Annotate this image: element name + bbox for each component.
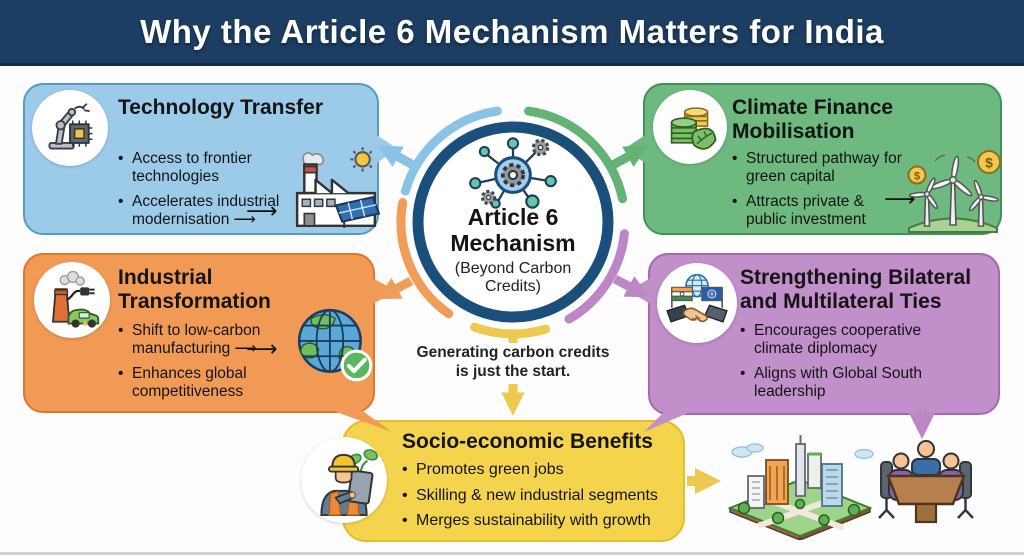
factory-solar-sun-icon [295,147,381,228]
meeting-table-icon [878,440,974,524]
globe-checkmark-icon [297,308,373,382]
arrow-right-glyph: ⟶ [246,199,278,224]
industrial-bullets: Shift to low-carbon manufacturing ⟶ Enha… [118,322,303,408]
bullet-item: Enhances global competitiveness [118,365,303,401]
bullet-item: Structured pathway for green capital [732,150,907,186]
bullet-item: Shift to low-carbon manufacturing ⟶ [118,322,303,358]
box-title-technology: Technology Transfer [118,96,323,119]
ties-bullets: Encourages cooperative climate diplomacy… [740,322,955,408]
bullet-item: Merges sustainability with growth [402,512,692,531]
robot-arm-chip-icon [32,90,108,166]
gear-network-icon [469,137,557,209]
box-title-ties: Strengthening Bilateral and Multilateral… [740,266,972,313]
hub-title: Article 6 Mechanism [450,204,576,256]
socio-bullets: Promotes green jobs Skilling & new indus… [402,461,692,538]
green-city-icon [727,435,874,540]
wind-turbines-dollar-icon: $ $ [907,150,1001,233]
bullet-item: Skilling & new industrial segments [402,487,692,506]
hub-label: Article 6 Mechanism (Beyond Carbon Credi… [418,204,608,297]
svg-text:$: $ [985,155,993,171]
bullet-item: Aligns with Global South leadership [740,365,955,401]
bullet-item: Promotes green jobs [402,461,692,480]
page-title: Why the Article 6 Mechanism Matters for … [140,12,884,50]
hub-subtitle: (Beyond Carbon Credits) [454,259,572,296]
arrow-right-glyph: ⟶ [884,187,916,212]
box-title-finance: Climate Finance Mobilisation [732,96,894,143]
worker-sprout-tablet-icon [301,437,387,523]
finance-bullets: Structured pathway for green capital Att… [732,150,907,236]
technology-bullets: Access to frontier technologies Accelera… [118,150,303,236]
bullet-item: Access to frontier technologies [118,150,303,186]
arrow-right-glyph: ⟶ [246,337,278,362]
header: Why the Article 6 Mechanism Matters for … [0,0,1024,66]
coins-leaf-icon [653,90,727,164]
hub-caption: Generating carbon credits is just the st… [416,344,610,380]
box-title-industrial: Industrial Transformation [118,266,271,313]
box-title-socio: Socio-economic Benefits [402,430,653,453]
bullet-item: Encourages cooperative climate diplomacy [740,322,955,358]
chimney-ev-plug-icon [34,262,110,338]
bullet-item: Attracts private & public investment [732,193,907,229]
bottom-edge-strip [0,552,1024,555]
svg-text:$: $ [914,171,920,183]
bullet-item: Accelerates industrial modernisation ⟶ [118,193,303,229]
handshake-flags-icon [657,263,737,343]
